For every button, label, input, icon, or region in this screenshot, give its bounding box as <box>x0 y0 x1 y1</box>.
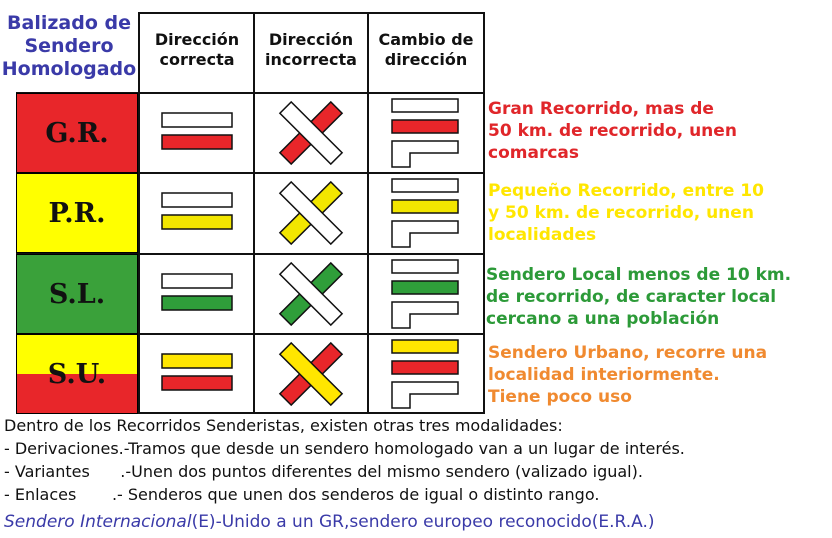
footer-item-variantes: - Variantes .-Unen dos puntos diferentes… <box>4 462 643 481</box>
incorrect-mark-bar-b <box>278 261 344 327</box>
code-cell-sl: S.L. <box>16 254 138 334</box>
grid-line <box>16 412 485 414</box>
footer-intro: Dentro de los Recorridos Senderistas, ex… <box>4 416 563 435</box>
trail-marks-svg <box>161 98 459 409</box>
code-cell-gr: G.R. <box>16 93 138 173</box>
change-mark-middle-bar <box>391 360 459 375</box>
column-header-line: Dirección <box>154 30 240 49</box>
correct-mark-top-bar <box>161 112 233 128</box>
incorrect-mark-bar-white <box>278 341 344 407</box>
description-line: Pequeño Recorrido, entre 10 <box>488 181 764 201</box>
code-label: G.R. <box>45 117 109 149</box>
corner-title-line: Sendero <box>24 35 114 57</box>
correct-mark-bottom-bar <box>161 375 233 391</box>
grid-line <box>367 12 369 414</box>
description-line: comarcas <box>488 143 579 163</box>
description-line: Sendero Urbano, recorre una <box>488 343 768 363</box>
code-label: S.U. <box>47 358 107 390</box>
description-sl: Sendero Local menos de 10 km. de recorri… <box>486 264 791 330</box>
incorrect-mark-bar-white <box>278 180 344 246</box>
description-line: 50 km. de recorrido, unen <box>488 121 737 141</box>
grid-line <box>138 12 140 414</box>
correct-mark-bottom-bar <box>161 134 233 150</box>
description-line: Gran Recorrido, mas de <box>488 99 714 119</box>
change-mark-top-bar <box>391 178 459 193</box>
column-header-line: incorrecta <box>265 50 357 69</box>
change-mark-middle-bar <box>391 199 459 214</box>
description-line: de recorrido, de caracter local <box>486 287 777 307</box>
description-line: y 50 km. de recorrido, unen <box>488 203 754 223</box>
description-line: localidades <box>488 225 597 245</box>
code-label: S.L. <box>48 278 106 310</box>
correct-mark-bottom-bar <box>161 214 233 230</box>
grid-line <box>16 92 485 94</box>
grid-line <box>16 333 485 335</box>
grid-line <box>138 12 485 14</box>
column-header-line: Cambio de <box>378 30 474 49</box>
corner-title-line: Balizado de <box>7 12 131 34</box>
correct-mark-top-bar <box>161 353 233 369</box>
column-header-correct: Dirección correcta <box>140 14 254 92</box>
incorrect-mark-bar-white <box>278 100 344 166</box>
grid-line <box>16 253 485 255</box>
code-cell-pr: P.R. <box>16 173 138 253</box>
column-header-incorrect: Dirección incorrecta <box>254 14 368 92</box>
change-mark-middle-bar <box>391 280 459 295</box>
grid-line <box>483 12 485 414</box>
incorrect-mark-bar-white <box>278 261 344 327</box>
change-mark-top-bar <box>391 259 459 274</box>
grid-line <box>16 172 485 174</box>
code-cell-su: S.U. <box>16 334 138 414</box>
description-pr: Pequeño Recorrido, entre 10 y 50 km. de … <box>488 180 764 246</box>
correct-mark-bottom-bar <box>161 295 233 311</box>
column-header-line: Dirección <box>268 30 354 49</box>
correct-mark-top-bar <box>161 273 233 289</box>
description-gr: Gran Recorrido, mas de 50 km. de recorri… <box>488 98 737 164</box>
description-line: localidad interiormente. <box>488 365 720 385</box>
international-trail-note: Sendero Internacional(E)-Unido a un GR,s… <box>4 512 654 532</box>
column-header-line: correcta <box>159 50 235 69</box>
footer-item-enlaces: - Enlaces .- Senderos que unen dos sende… <box>4 485 600 504</box>
incorrect-mark-bar-b <box>278 100 344 166</box>
change-mark-turn-shape <box>391 381 459 409</box>
incorrect-mark-bar-b <box>278 341 344 407</box>
description-su: Sendero Urbano, recorre una localidad in… <box>488 342 767 408</box>
corner-title: Balizado de Sendero Homologado <box>0 12 138 81</box>
international-trail-text: (E)-Unido a un GR,sendero europeo recono… <box>191 512 655 532</box>
international-trail-title: Sendero Internacional <box>4 512 192 532</box>
description-line: Sendero Local menos de 10 km. <box>486 265 792 285</box>
change-mark-turn-shape <box>391 301 459 329</box>
change-mark-top-bar <box>391 98 459 113</box>
column-header-line: dirección <box>384 50 468 69</box>
change-mark-top-bar <box>391 339 459 354</box>
column-header-change: Cambio de dirección <box>368 14 484 92</box>
grid-line <box>253 12 255 414</box>
footer-item-derivaciones: - Derivaciones.-Tramos que desde un send… <box>4 439 685 458</box>
change-mark-turn-shape <box>391 140 459 168</box>
incorrect-mark-bar-b <box>278 180 344 246</box>
change-mark-middle-bar <box>391 119 459 134</box>
change-mark-turn-shape <box>391 220 459 248</box>
corner-title-line: Homologado <box>1 58 137 80</box>
correct-mark-top-bar <box>161 192 233 208</box>
description-line: cercano a una población <box>486 309 720 329</box>
description-line: Tiene poco uso <box>488 387 632 407</box>
code-label: P.R. <box>48 197 106 229</box>
